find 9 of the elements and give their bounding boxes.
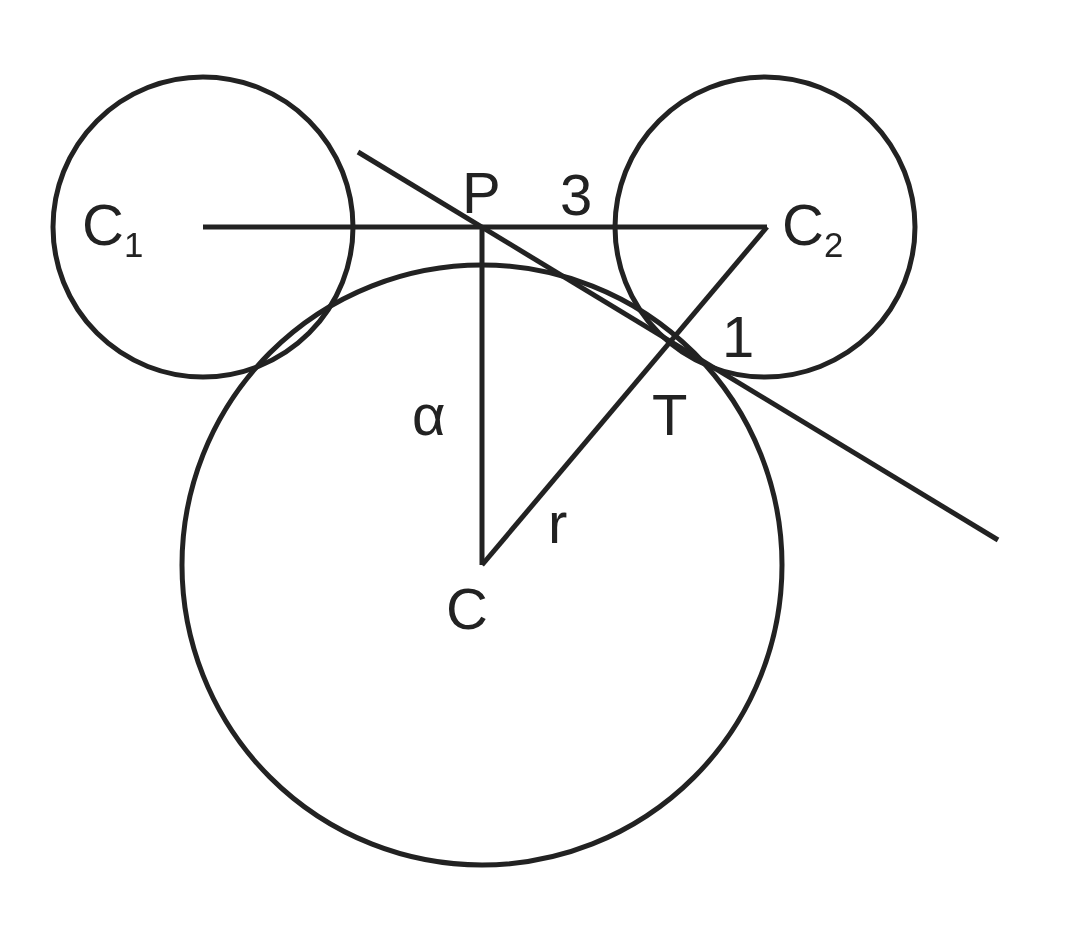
- point-label: C: [446, 580, 488, 638]
- point-label: 1: [722, 308, 755, 366]
- point-label: r: [548, 494, 568, 552]
- point-label: C$_{2}$: [782, 196, 844, 263]
- point-label: 3: [560, 166, 593, 224]
- point-label: C$_{1}$: [82, 196, 144, 263]
- point-label: T: [652, 386, 688, 444]
- point-label: α: [412, 386, 446, 444]
- point-label: P: [462, 164, 501, 222]
